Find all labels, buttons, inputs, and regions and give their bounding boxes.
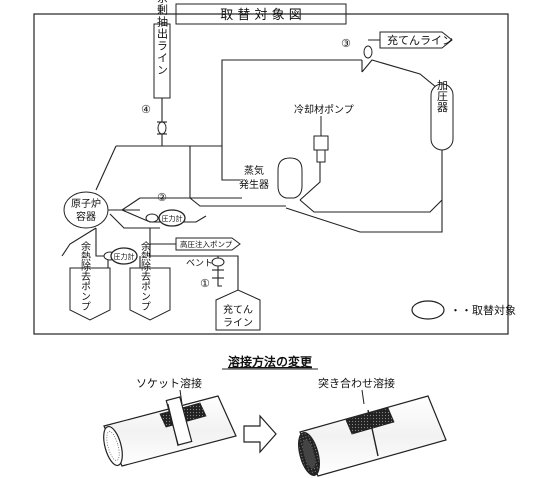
butt-weld-leader [361, 389, 365, 405]
charging-line-bottom: 充てん ライン [215, 289, 261, 331]
steam-generator-label-1: 蒸気 [244, 164, 264, 177]
vent-label: ベント [186, 259, 213, 269]
charging-line-bottom-text-2: ライン [223, 317, 253, 329]
marker-2: ② [157, 191, 167, 204]
charging-line-top-text: 充てんライン [387, 33, 453, 47]
legend: ・・取替対象 [411, 300, 516, 320]
reactor-vessel-label-2: 容器 [76, 210, 96, 223]
marker-1: ① [200, 277, 210, 290]
marker-3: ③ [341, 37, 351, 50]
butt-weld-illustration [298, 395, 447, 477]
rhr-pump-1-text: 余熱除去ポンプ [79, 240, 91, 311]
number-markers: ④ ③ ② ① [141, 37, 351, 290]
steam-generator-label-2: 発生器 [239, 178, 269, 191]
diagram-frame [33, 13, 509, 335]
pressurizer-text: 加圧器 [436, 79, 449, 113]
diagram-title: 取 替 対 象 図 [220, 8, 302, 23]
reactor-vessel-label-1: 原子炉 [71, 198, 101, 210]
marker-4: ④ [141, 103, 151, 116]
butt-weld-label: 突き合わせ溶接 [318, 376, 395, 390]
legend-text: ・・取替対象 [450, 303, 516, 317]
pressure-gauge-lower: 圧力計 [110, 247, 138, 265]
hp-injection-pump-text: 高圧注入ポンプ [180, 239, 233, 249]
surplus-line-label: 余剰抽出ライン [153, 0, 171, 99]
coolant-pump: 冷却材ポンプ [294, 103, 354, 163]
surplus-line-text: 余剰抽出ライン [156, 0, 169, 76]
rhr-pump-2: 余熱除去ポンプ [129, 240, 171, 321]
replacement-targets [103, 45, 373, 267]
legend-oval [411, 300, 445, 320]
rhr-pump-2-text: 余熱除去ポンプ [139, 240, 151, 311]
socket-weld-illustration [103, 395, 237, 467]
steam-generator: 蒸気 発生器 [239, 157, 303, 199]
pressure-gauge-upper-text: 圧力計 [162, 214, 183, 223]
weld-section-title: 溶接方法の変更 [228, 354, 313, 369]
charging-line-bottom-text-1: 充てん [223, 303, 253, 316]
charging-line-top: 充てんライン [379, 31, 453, 49]
reactor-vessel: 原子炉 容器 [63, 191, 109, 229]
pressure-gauge-lower-text: 圧力計 [114, 252, 135, 261]
coolant-pump-label: 冷却材ポンプ [294, 103, 354, 116]
pressure-gauge-upper: 圧力計 [158, 209, 186, 227]
socket-weld-label: ソケット溶接 [136, 376, 202, 390]
pressurizer: 加圧器 [430, 79, 454, 151]
rhr-pump-1: 余熱除去ポンプ [69, 240, 111, 321]
hp-injection-pump: 高圧注入ポンプ [175, 237, 241, 251]
arrow-right [243, 414, 277, 454]
